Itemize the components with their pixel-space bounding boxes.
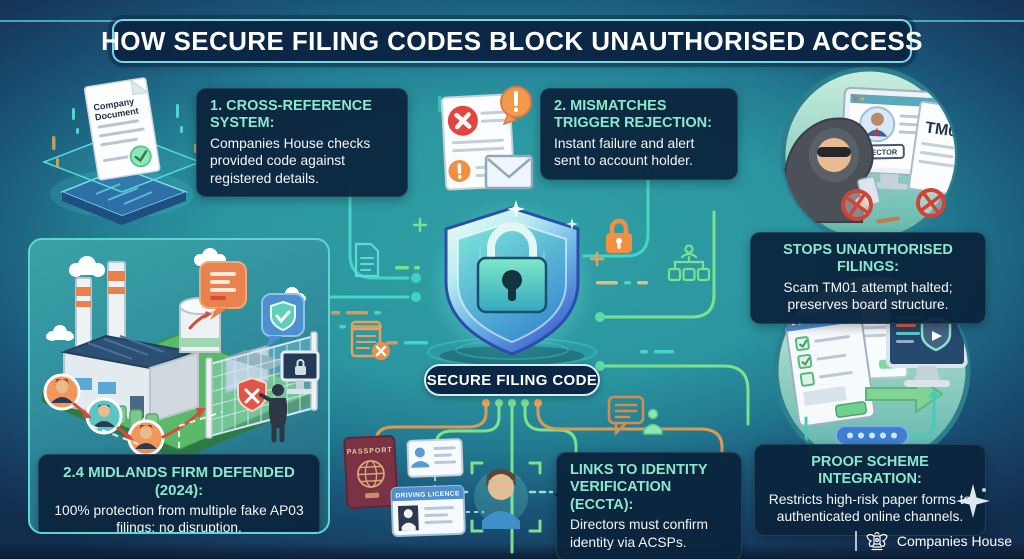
page-title: HOW SECURE FILING CODES BLOCK UNAUTHORIS…	[101, 25, 923, 56]
divider	[854, 531, 857, 551]
scan-brackets-icon	[470, 461, 542, 533]
title-banner: HOW SECURE FILING CODES BLOCK UNAUTHORIS…	[101, 19, 922, 63]
secure-filing-code-badge: SECURE FILING CODE	[424, 364, 600, 396]
secure-shield-illustration	[420, 196, 604, 368]
blocked-icon	[841, 189, 873, 221]
person-icon	[643, 408, 663, 435]
proof-body: Restricts high-risk paper forms to authe…	[768, 491, 972, 525]
stops-body: Scam TM01 attempt halted; preserves boar…	[783, 279, 953, 313]
driving-licence: DRIVING LICENCE	[390, 484, 466, 538]
midlands-body: 100% protection from multiple fake AP03 …	[54, 503, 304, 534]
passport-label: PASSPORT	[347, 447, 393, 456]
hacker-blocked-illustration: DIRECTOR TM01	[776, 62, 962, 248]
proof-heading: PROOF SCHEME INTEGRATION:	[811, 454, 929, 488]
step1-cross-reference-box: 1. CROSS-REFERENCE SYSTEM: Companies Hou…	[196, 88, 408, 197]
rejected-document-illustration	[428, 82, 540, 200]
companies-house-label: Companies House	[896, 533, 1012, 549]
driving-licence-label: DRIVING LICENCE	[395, 490, 460, 499]
id-card	[406, 438, 464, 478]
face-scan	[470, 461, 542, 533]
company-document-illustration: Company Document	[36, 74, 208, 226]
path-guides	[91, 411, 223, 448]
companies-house-crest-icon	[866, 531, 888, 551]
hacker-figure	[783, 117, 881, 223]
envelope-icon	[484, 154, 534, 190]
passport: PASSPORT	[343, 434, 399, 509]
tm01-label: TM01	[924, 119, 962, 142]
alert-bubble-icon	[500, 86, 532, 126]
director-avatars	[43, 373, 206, 457]
secure-filing-code-label: SECURE FILING CODE	[426, 371, 598, 389]
identity-heading: LINKS TO IDENTITY VERIFICATION (ECCTA):	[570, 462, 708, 513]
step1-heading: 1. CROSS-REFERENCE SYSTEM:	[210, 98, 372, 132]
blocked-filing-doc-icon	[350, 318, 392, 362]
companies-house-footer: Companies House	[854, 530, 1012, 552]
worker-figure	[259, 384, 288, 443]
identity-verification-illustration: PASSPORT DRIVING LICENCE	[338, 415, 550, 559]
stops-unauthorised-box: STOPS UNAUTHORISED FILINGS: Scam TM01 at…	[750, 232, 986, 324]
shield-check-bubble	[261, 293, 305, 348]
lock-icon	[602, 218, 636, 256]
filing-alert-bubble	[188, 261, 247, 330]
org-chart-icon	[666, 244, 712, 286]
step2-heading: 2. MISMATCHES TRIGGER REJECTION:	[554, 98, 712, 132]
midlands-heading: 2.4 MIDLANDS FIRM DEFENDED (2024):	[63, 464, 295, 499]
document	[83, 77, 161, 181]
step2-mismatch-box: 2. MISMATCHES TRIGGER REJECTION: Instant…	[540, 88, 738, 180]
chat-alert-illustration	[606, 392, 666, 444]
midlands-box: 2.4 MIDLANDS FIRM DEFENDED (2024): 100% …	[38, 454, 320, 534]
identity-body: Directors must confirm identity via ACSP…	[570, 517, 708, 550]
document-outline-icon	[352, 242, 382, 278]
sparkle-icon	[507, 200, 525, 218]
passcode-pill	[835, 425, 909, 446]
identity-links-box: LINKS TO IDENTITY VERIFICATION (ECCTA): …	[554, 452, 742, 559]
sparkle-icon	[954, 482, 992, 520]
checklist-form	[784, 307, 876, 427]
blocked-icon-2	[916, 188, 946, 218]
lock-monitor	[280, 350, 320, 394]
pill-dots	[482, 399, 542, 407]
factory-scene	[39, 248, 320, 460]
stops-heading: STOPS UNAUTHORISED FILINGS:	[783, 242, 953, 276]
step2-body: Instant failure and alert sent to accoun…	[554, 135, 695, 169]
director-tag: DIRECTOR	[858, 147, 898, 157]
step1-body: Companies House checks provided code aga…	[210, 135, 371, 186]
midlands-case-panel: 2.4 MIDLANDS FIRM DEFENDED (2024): 100% …	[28, 238, 330, 534]
proof-scheme-box: PROOF SCHEME INTEGRATION: Restricts high…	[754, 444, 986, 536]
speech-bubble-icon	[607, 395, 645, 437]
padlock-icon	[476, 223, 548, 314]
